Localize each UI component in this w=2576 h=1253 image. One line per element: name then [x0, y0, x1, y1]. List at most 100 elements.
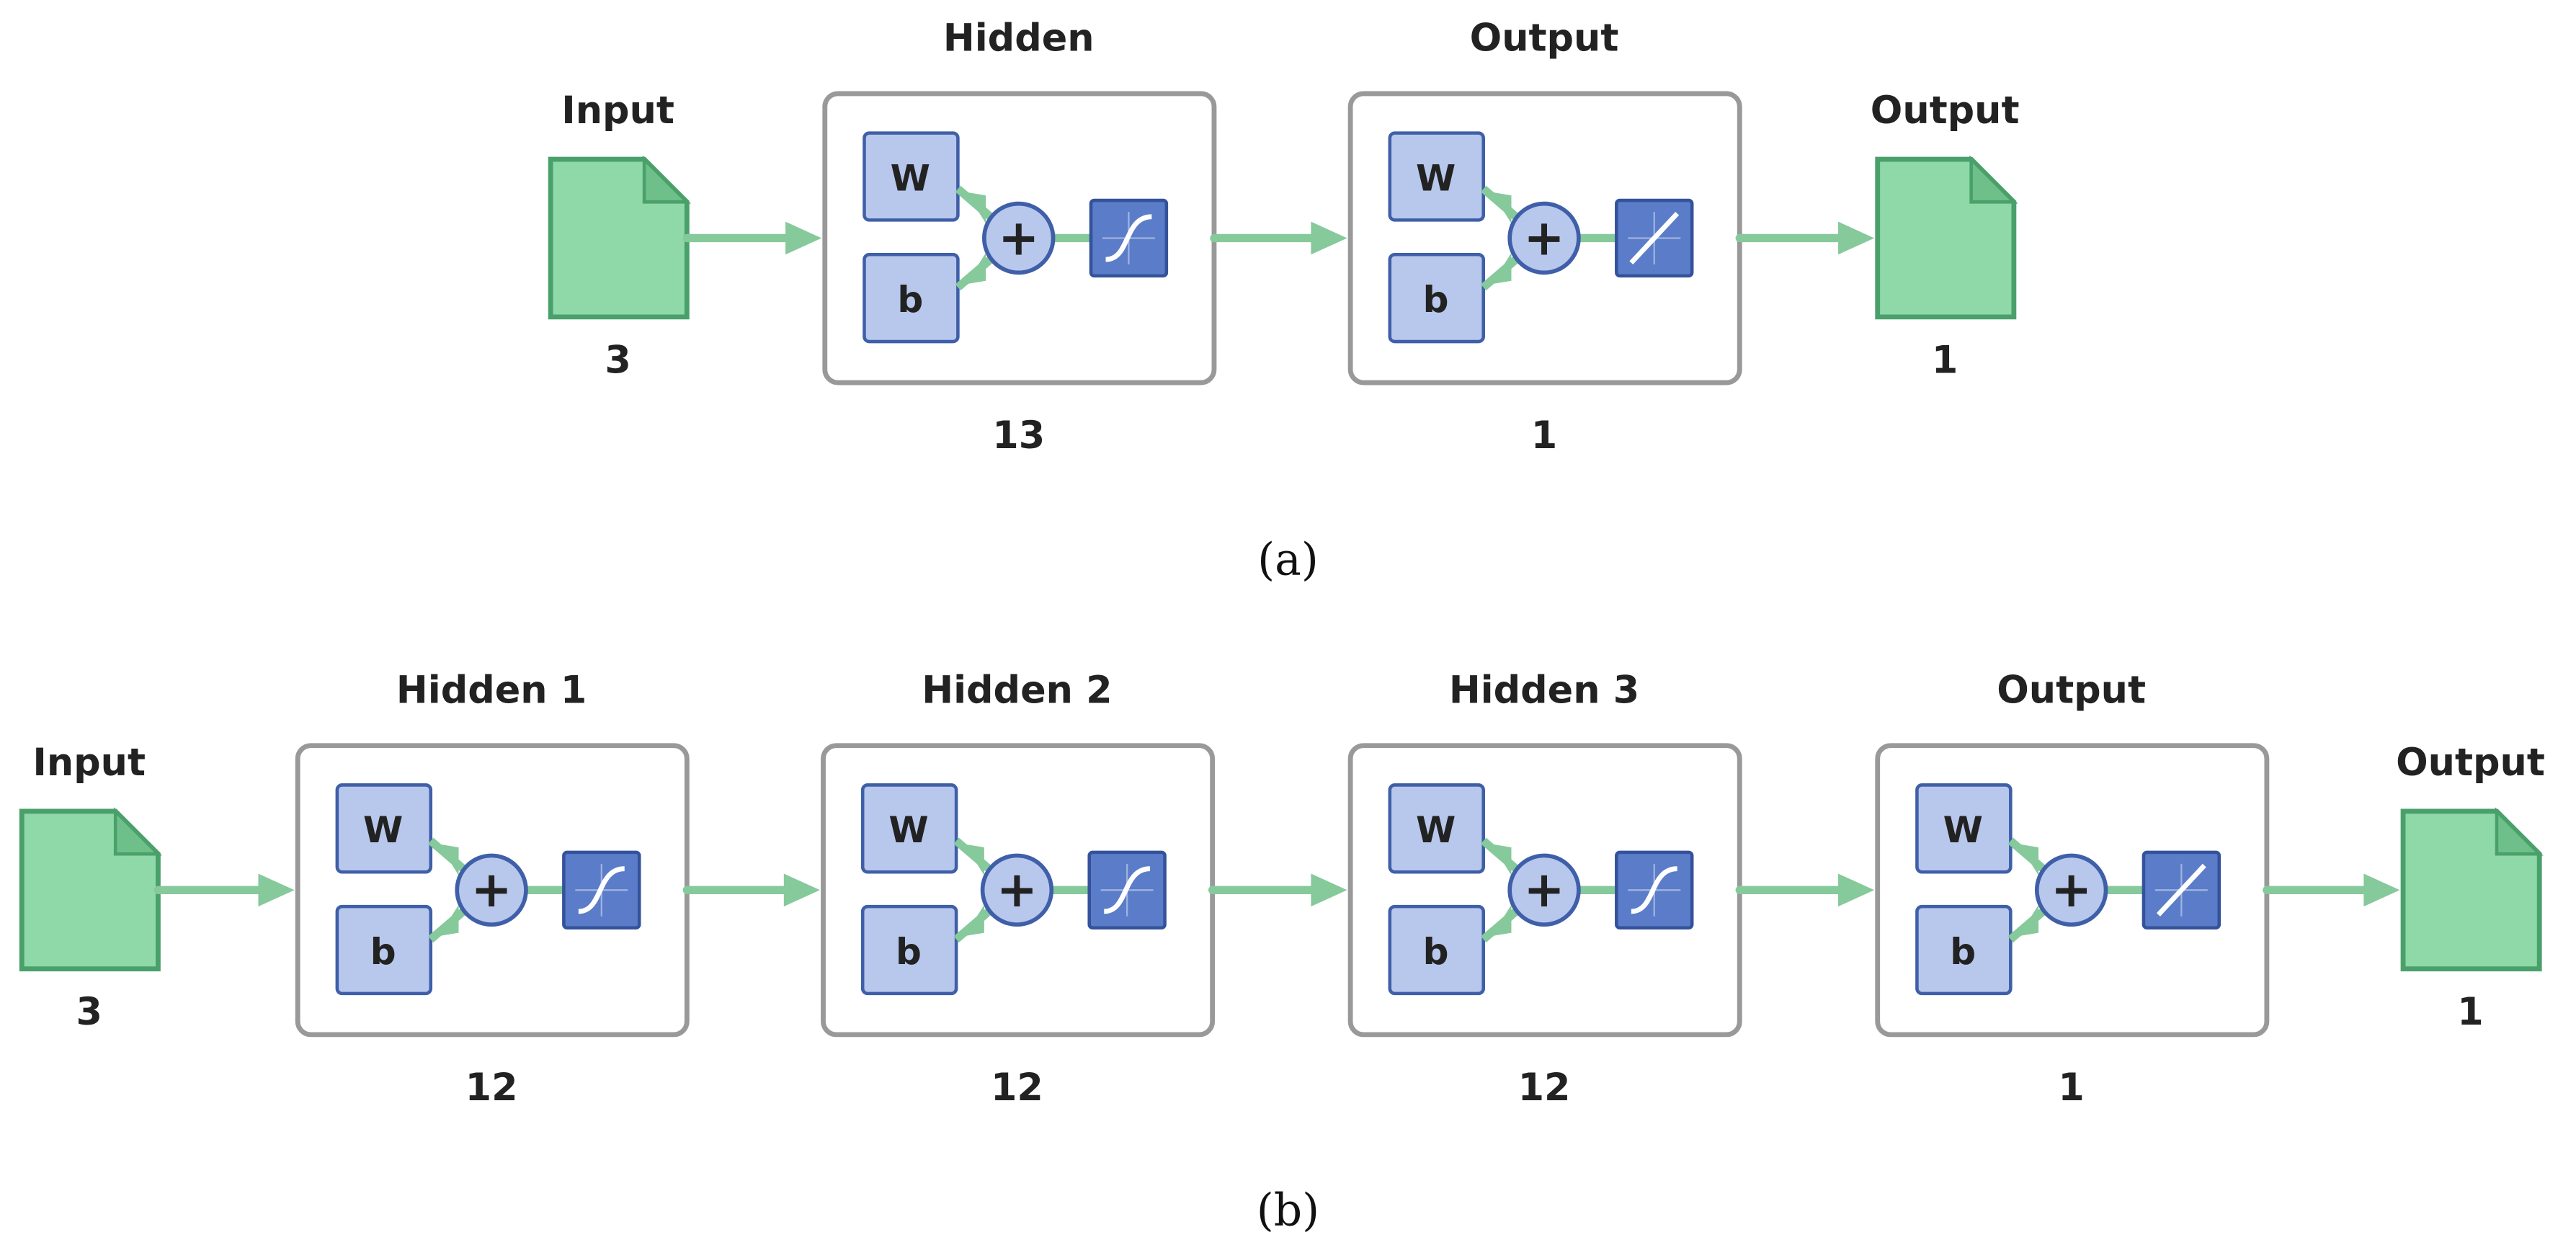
bias-label: b	[896, 930, 922, 973]
connection-arrow	[1208, 873, 1347, 907]
sum-symbol: +	[998, 210, 1039, 267]
linear-activation-icon	[1629, 211, 1680, 264]
layer-title: Hidden 2	[922, 668, 1112, 712]
bias-connector-head	[966, 252, 986, 285]
weight-label: W	[888, 808, 928, 851]
layer-title: Output	[1997, 668, 2146, 712]
output-size: 1	[2457, 990, 2483, 1034]
arrow-head	[785, 221, 822, 255]
sum-icon	[1507, 201, 1581, 275]
weight-connector-head	[964, 844, 984, 875]
sum-symbol: +	[471, 862, 512, 919]
weight-label: W	[1416, 808, 1456, 851]
figure-caption: (a)	[1257, 534, 1319, 586]
arrow-head	[1838, 221, 1875, 255]
layer-size: 12	[465, 1066, 518, 1110]
output-document	[1875, 155, 2018, 320]
sum-symbol: +	[1523, 862, 1564, 919]
output-title: Output	[2396, 741, 2545, 785]
sigmoid-activation-icon	[1105, 214, 1152, 262]
layer-size: 1	[1531, 414, 1557, 458]
weight-label: W	[1943, 808, 1983, 851]
bias-box	[1915, 904, 2013, 996]
document-fold-icon	[642, 155, 691, 204]
bias-connector-head	[964, 904, 984, 937]
sum-symbol: +	[997, 862, 1038, 919]
connection-arrow	[682, 873, 820, 907]
weight-box	[335, 783, 433, 874]
output-document	[2400, 807, 2544, 972]
bias-label: b	[1950, 930, 1976, 973]
layer-block: Hidden 1 Wb +12	[295, 668, 690, 1110]
connection-arrow	[1735, 221, 1875, 255]
connection-arrow	[153, 873, 295, 907]
input-title: Input	[561, 89, 674, 133]
bias-box	[1388, 252, 1485, 344]
document-fold-icon	[113, 807, 162, 856]
layer-title: Hidden 1	[396, 668, 587, 712]
figure-caption: (b)	[1257, 1184, 1319, 1236]
bias-label: b	[1423, 930, 1449, 973]
weight-box	[1915, 783, 2013, 874]
weight-connector-head	[439, 844, 459, 875]
layer-size: 13	[992, 414, 1045, 458]
arrow-head	[258, 873, 295, 907]
connection-arrow	[1210, 221, 1347, 255]
connection-arrow	[1735, 873, 1875, 907]
weight-box	[1388, 131, 1485, 222]
document-fold-icon	[1969, 155, 2018, 204]
layer-size: 12	[991, 1066, 1043, 1110]
weight-connector-head	[2018, 844, 2039, 875]
sum-symbol: +	[1523, 210, 1564, 267]
linear-activation-icon	[2156, 863, 2206, 917]
sum-icon	[1507, 853, 1581, 927]
arrow-head	[1311, 221, 1347, 255]
weight-label: W	[363, 808, 403, 851]
input-size: 3	[76, 990, 102, 1034]
arrow-head	[783, 873, 820, 907]
document-fold-icon	[2495, 807, 2544, 856]
connection-arrow	[2263, 873, 2400, 907]
weight-box	[1388, 783, 1485, 874]
sum-icon	[980, 853, 1054, 927]
bias-box	[860, 904, 958, 996]
arrow-head	[1838, 873, 1875, 907]
layer-block: Hidden 2 Wb +12	[821, 668, 1216, 1110]
weight-box	[860, 783, 958, 874]
layer-title: Hidden 3	[1449, 668, 1639, 712]
layer-block: Hidden 3 Wb +12	[1347, 668, 1742, 1110]
sigmoid-activation-icon	[1103, 866, 1151, 914]
bias-connector-head	[439, 904, 459, 937]
sum-symbol: +	[2051, 862, 2092, 919]
input-document	[19, 807, 162, 972]
layer-size: 12	[1518, 1066, 1571, 1110]
bias-box	[863, 252, 960, 344]
weight-box	[863, 131, 960, 222]
sum-icon	[2034, 853, 2108, 927]
layer-title: Output	[1470, 17, 1619, 61]
input-document	[548, 155, 691, 320]
input-title: Input	[32, 741, 146, 785]
bias-connector-head	[2018, 904, 2039, 937]
sigmoid-activation-icon	[1631, 866, 1678, 914]
bias-label: b	[897, 278, 923, 321]
bias-box	[335, 904, 433, 996]
weight-label: W	[891, 156, 930, 199]
bias-label: b	[1423, 278, 1449, 321]
sigmoid-activation-icon	[578, 866, 625, 914]
output-title: Output	[1871, 89, 2020, 133]
sum-icon	[982, 201, 1056, 275]
layer-size: 1	[2058, 1066, 2084, 1110]
bias-label: b	[370, 930, 396, 973]
layer-title: Hidden	[943, 17, 1095, 61]
output-size: 1	[1932, 338, 1958, 382]
weight-label: W	[1416, 156, 1456, 199]
bias-box	[1388, 904, 1485, 996]
arrow-head	[1311, 873, 1347, 907]
